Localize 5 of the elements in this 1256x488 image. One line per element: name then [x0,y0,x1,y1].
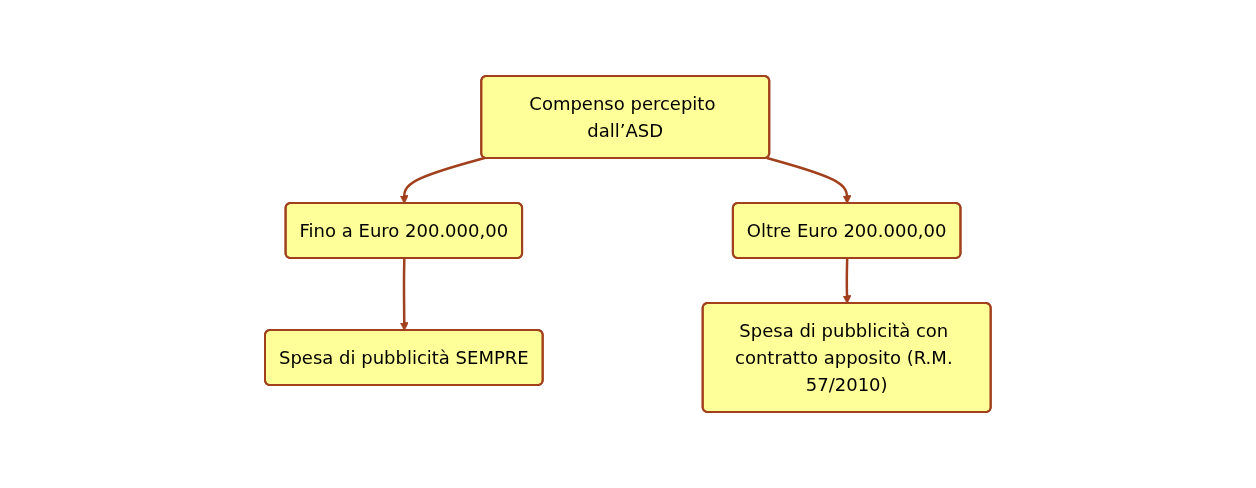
arrow [842,258,852,304]
arrow [399,156,486,204]
flowchart-drawing: Compenso percepito dall’ASD Fino a Euro 200.000,00 Oltre Euro 200.000,00 Spesa di pubblicità SEMPRE Spesa di pubblicità con contratto apposito (R.M. 57/2010) [257,68,999,420]
arrow [766,156,852,204]
arrow [400,258,409,331]
